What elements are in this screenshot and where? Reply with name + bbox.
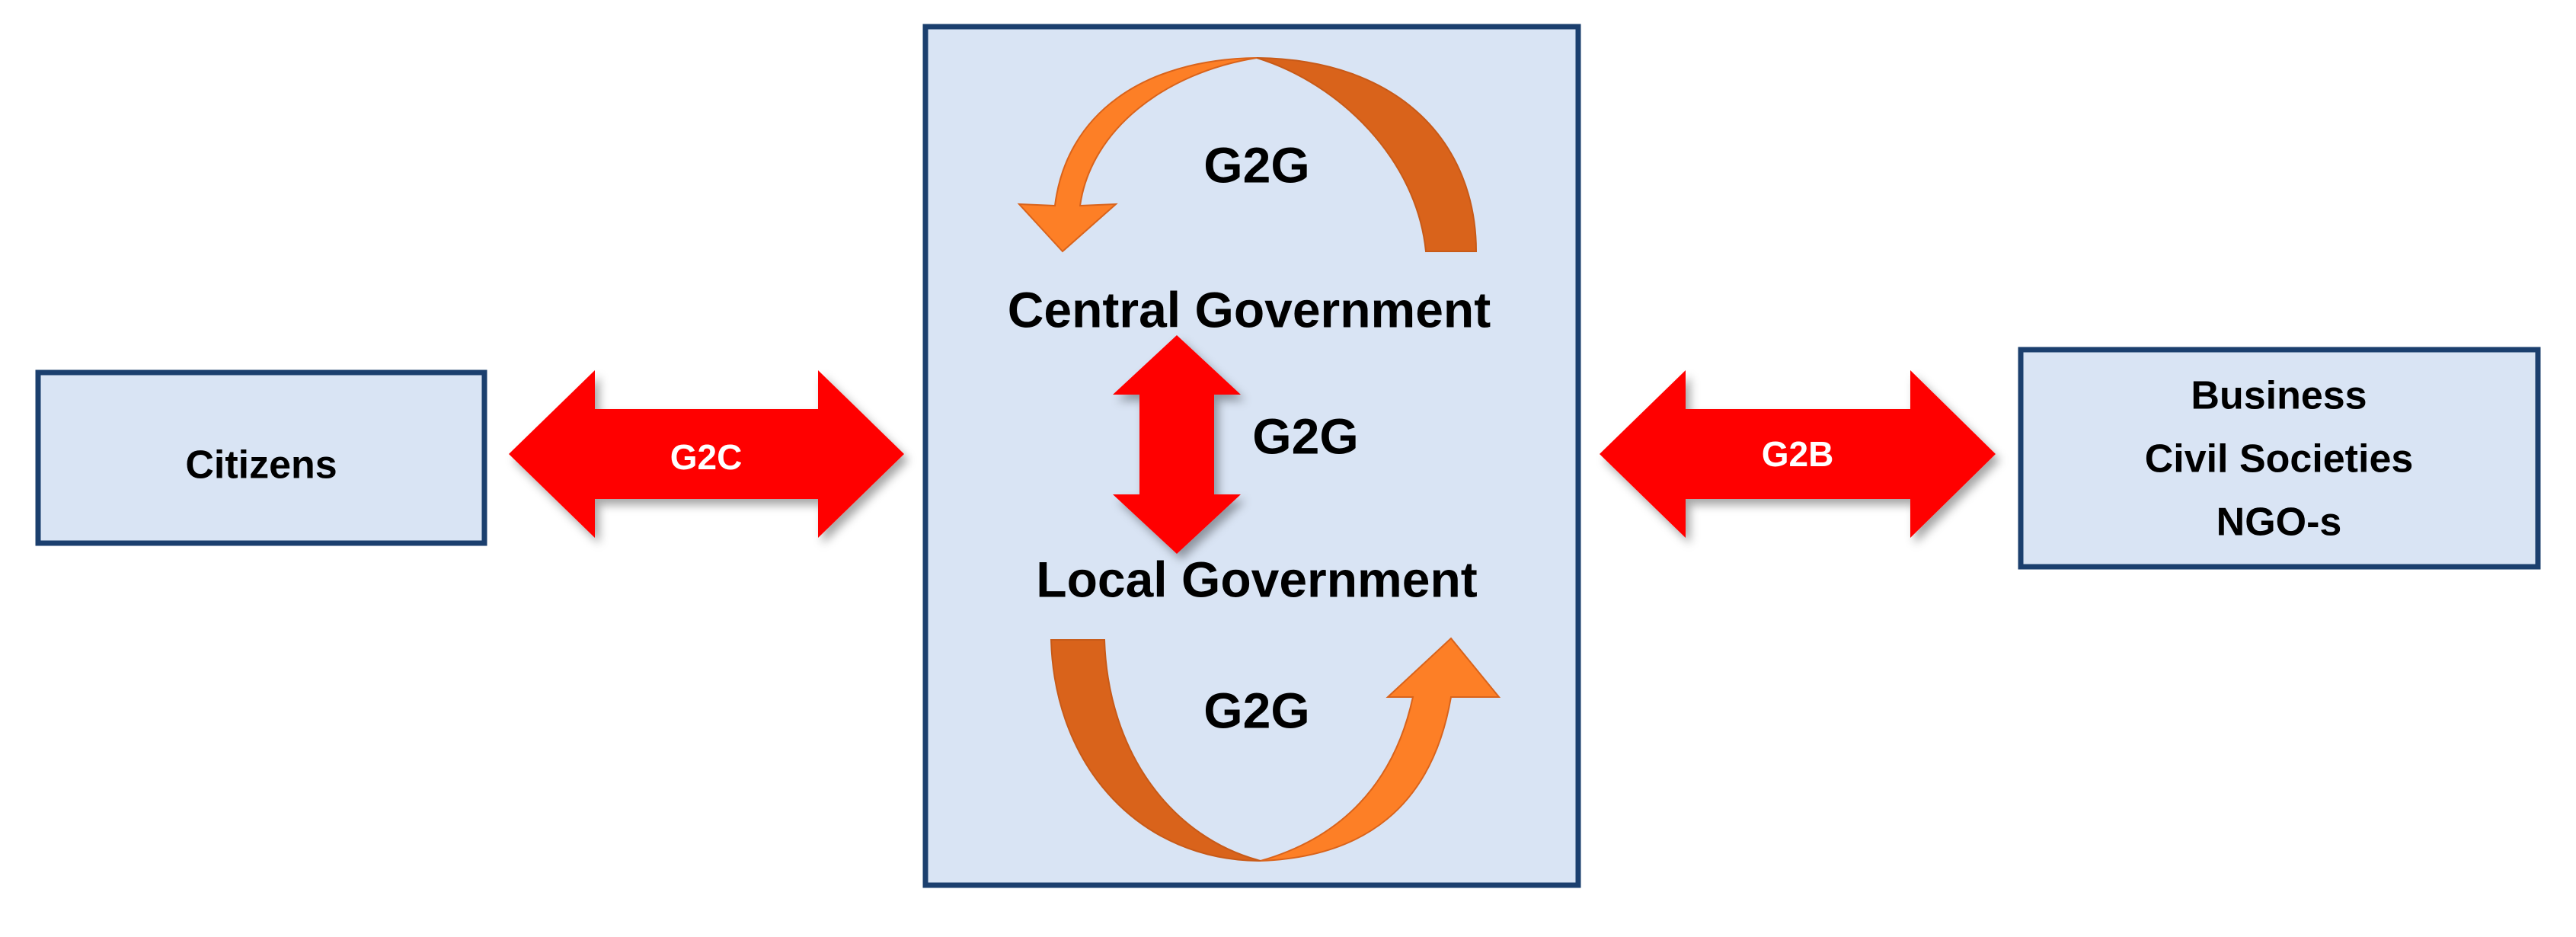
g2c-arrow: G2C <box>509 370 904 538</box>
g2b-arrow: G2B <box>1600 370 1996 538</box>
citizens-box-frame <box>35 369 487 546</box>
g2b-arrow-shape <box>1600 370 1996 538</box>
bottom-arc-light <box>1260 637 1501 862</box>
g2c-label: G2C <box>670 437 743 477</box>
local-government-label: Local Government <box>1036 551 1477 607</box>
bottom-arc-dark <box>1050 639 1261 862</box>
bottom-cycle-arrow <box>1050 637 1501 862</box>
civil-societies-label: Civil Societies <box>2145 437 2414 481</box>
g2g-middle-label: G2G <box>1252 408 1358 464</box>
business-label: Business <box>2191 374 2367 418</box>
top-arc-light <box>1017 57 1258 253</box>
business-box-frame <box>2018 347 2541 570</box>
vertical-g2g-arrow <box>1113 335 1241 554</box>
government-box: G2G Central Government G2G Local Governm… <box>922 24 1581 888</box>
central-government-label: Central Government <box>1008 281 1491 337</box>
g2g-bottom-label: G2G <box>1203 682 1309 738</box>
g2b-label: G2B <box>1762 434 1834 474</box>
citizens-box: Citizens <box>35 369 487 546</box>
top-arc-dark <box>1256 57 1478 252</box>
top-cycle-arrow <box>1017 57 1478 253</box>
citizens-label: Citizens <box>185 443 337 488</box>
business-box: Business Civil Societies NGO-s <box>2018 347 2541 570</box>
ngos-label: NGO-s <box>2216 500 2342 545</box>
g2g-top-label: G2G <box>1203 136 1309 193</box>
government-box-frame <box>922 24 1581 888</box>
g2c-arrow-shape <box>509 370 904 538</box>
